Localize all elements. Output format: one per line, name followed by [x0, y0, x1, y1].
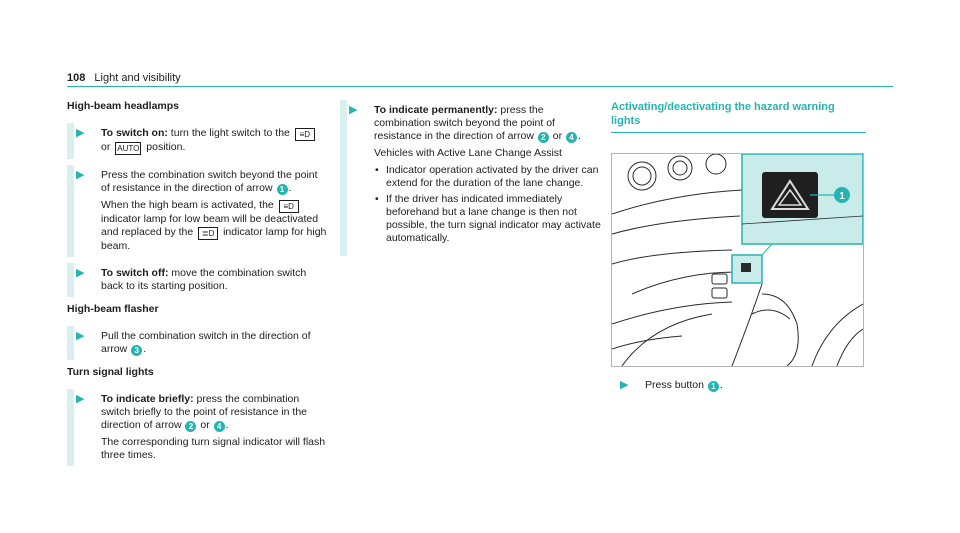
step-text: .: [225, 419, 229, 431]
step-text: .: [288, 182, 292, 194]
step-text: move the combination switch back to its …: [101, 267, 307, 292]
step-text: Vehicles with Active Lane Change Assist: [374, 147, 562, 159]
page-header: 108 Light and visibility: [67, 72, 181, 84]
step-text: indicator lamp for low beam will be deac…: [101, 213, 319, 238]
step-flasher: ▶ Pull the combination switch in the dir…: [67, 326, 329, 360]
arrow-number: 3: [131, 345, 143, 356]
page-number: 108: [67, 72, 86, 84]
step-arrow-icon: ▶: [76, 267, 85, 279]
section-name: Light and visibility: [94, 72, 181, 84]
column-middle: ▶ To indicate permanently: press the com…: [340, 100, 602, 262]
hazard-button-illustration: 1: [611, 153, 864, 367]
column-right: Activating/deactivating the hazard warni…: [611, 100, 866, 402]
step-text: press the combination switch beyond the …: [374, 104, 555, 142]
list-item: Indicator operation activated by the dri…: [374, 164, 602, 190]
step-text: or: [101, 141, 114, 153]
button-number: 1: [707, 381, 719, 392]
high-beam-icon: ≣D: [198, 227, 219, 240]
hazard-heading: Activating/deactivating the hazard warni…: [611, 100, 866, 133]
arrow-number: 2: [185, 421, 197, 432]
step-arrow-icon: ▶: [76, 169, 85, 181]
step-text: When the high beam is activated, the: [101, 199, 274, 211]
step-text: Press button: [645, 379, 707, 391]
low-beam-icon: ≡D: [294, 128, 315, 141]
step-text: Pull the combination switch in the direc…: [101, 330, 311, 355]
step-text: or: [197, 419, 213, 431]
step-text: The corresponding turn signal indicator …: [101, 436, 326, 461]
step-text: Press the combination switch beyond the …: [101, 169, 318, 194]
step-lead: To indicate briefly:: [101, 393, 194, 405]
step-text: turn the light switch to the: [167, 127, 290, 139]
auto-icon: AUTO: [115, 142, 142, 155]
step-arrow-icon: ▶: [76, 127, 85, 139]
step-text: or: [549, 130, 566, 142]
flasher-heading: High-beam flasher: [67, 303, 159, 315]
header-rule: [67, 86, 893, 87]
step-text: press the combination switch briefly to …: [101, 393, 308, 431]
step-lead: To switch off:: [101, 267, 169, 279]
step-indicate-briefly: ▶ To indicate briefly: press the combina…: [67, 389, 329, 466]
arrow-number: 1: [276, 184, 288, 195]
turn-signal-heading: Turn signal lights: [67, 366, 154, 378]
step-text: .: [719, 379, 723, 391]
step-lead: To switch on:: [101, 127, 168, 139]
step-switch-off: ▶ To switch off: move the combination sw…: [67, 263, 329, 297]
step-text: .: [578, 130, 581, 142]
step-arrow-icon: ▶: [349, 104, 358, 116]
high-beam-heading: High-beam headlamps: [67, 100, 180, 112]
column-left: High-beam headlamps ▶ To switch on: turn…: [67, 100, 329, 472]
low-beam-icon: ≡D: [278, 200, 299, 213]
step-press-combination: ▶ Press the combination switch beyond th…: [67, 165, 329, 257]
step-arrow-icon: ▶: [620, 379, 629, 391]
arrow-number: 2: [537, 132, 549, 143]
arrow-number: 4: [213, 421, 225, 432]
lane-change-list: Indicator operation activated by the dri…: [374, 164, 602, 245]
step-indicate-permanently: ▶ To indicate permanently: press the com…: [340, 100, 602, 256]
step-arrow-icon: ▶: [76, 330, 85, 342]
callout-number: 1: [839, 191, 845, 202]
list-item: If the driver has indicated immediately …: [374, 193, 602, 245]
step-arrow-icon: ▶: [76, 393, 85, 405]
step-lead: To indicate permanently:: [374, 104, 498, 116]
step-switch-on: ▶ To switch on: turn the light switch to…: [67, 123, 329, 159]
center-console-drawing: 1: [612, 154, 863, 366]
step-text: indicator lamp for high beam.: [101, 226, 327, 252]
arrow-number: 4: [566, 132, 578, 143]
step-text: .: [143, 343, 147, 355]
step-text: position.: [143, 141, 186, 153]
step-press-button: ▶ Press button 1.: [611, 375, 866, 396]
